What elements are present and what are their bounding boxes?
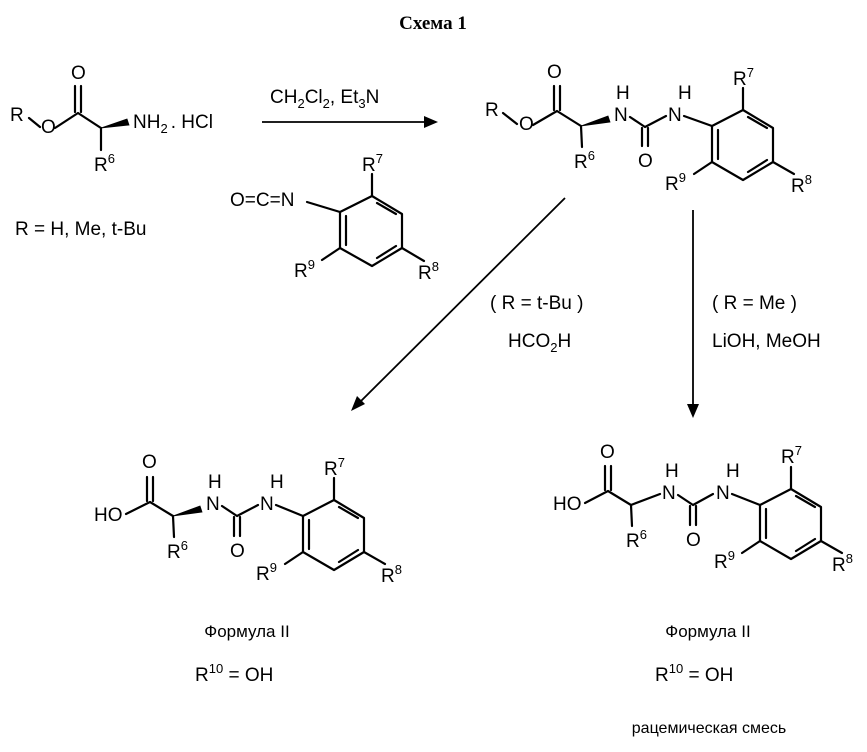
start-r6: R6: [94, 151, 115, 176]
left-route: ( R = t-Bu ) HCO2H: [351, 197, 583, 411]
left-nh-h1: H: [208, 472, 222, 493]
left-r9: R9: [256, 560, 277, 585]
product-r6: R6: [574, 148, 595, 173]
starting-amino-ester: R O O NH2. HCl R6 R = H, Me, t-Bu: [10, 63, 213, 240]
right-r7: R7: [781, 443, 802, 468]
start-ester-o: O: [41, 117, 56, 138]
forward-arrowhead: [424, 116, 438, 128]
product-n1: N: [614, 105, 628, 126]
left-n2: N: [260, 494, 274, 515]
isocyanate-label: O=C=N: [230, 190, 294, 211]
right-r10-definition: R10 = OH: [655, 661, 733, 686]
left-nh-h2: H: [270, 472, 284, 493]
left-acid-product: HO O R6 H N O H N R7 R8 R9 Формула II R1…: [94, 452, 402, 686]
right-route-reagent: LiOH, MeOH: [712, 331, 821, 352]
product-r7: R7: [733, 65, 754, 90]
right-acid-product: HO O R6 H N O H N R7 R8 R9 Формула II R1…: [553, 442, 853, 737]
product-urea-o: O: [638, 151, 653, 172]
left-n1: N: [206, 494, 220, 515]
left-ho: HO: [94, 505, 123, 526]
right-carbonyl-o: O: [600, 442, 615, 463]
product-nh-h1: H: [616, 83, 630, 104]
product-ester-o: O: [519, 114, 534, 135]
right-r9: R9: [714, 548, 735, 573]
start-r-definition: R = H, Me, t-Bu: [15, 219, 146, 240]
left-carbonyl-o: O: [142, 452, 157, 473]
scheme-title: Схема 1: [399, 13, 467, 34]
start-r-label: R: [10, 105, 24, 126]
left-r7: R7: [324, 455, 345, 480]
solvent-base-label: CH2Cl2, Et3N: [270, 87, 379, 111]
aryl-isocyanate: O=C=N R7 R8 R9: [230, 151, 439, 284]
start-amine: NH2. HCl: [133, 112, 213, 136]
right-nh-h2: H: [726, 461, 740, 482]
urea-ester-product: R O O R6 H N O H N R7 R8 R9: [485, 62, 812, 197]
racemic-mixture-note: рацемическая смесь: [632, 720, 786, 737]
right-formula-caption: Формула II: [665, 622, 750, 641]
left-formula-caption: Формула II: [204, 622, 289, 641]
right-n1: N: [662, 483, 676, 504]
right-route: ( R = Me ) LiOH, MeOH: [687, 210, 821, 418]
reaction-conditions: CH2Cl2, Et3N: [262, 87, 438, 128]
isocyanate-r8: R8: [418, 259, 439, 284]
isocyanate-r7: R7: [362, 151, 383, 176]
product-carbonyl-o: O: [547, 62, 562, 83]
left-urea-o: O: [230, 541, 245, 562]
right-r8: R8: [832, 551, 853, 576]
left-r8: R8: [381, 562, 402, 587]
product-r-label: R: [485, 100, 499, 121]
product-nh-h2: H: [678, 83, 692, 104]
left-route-condition: ( R = t-Bu ): [490, 293, 583, 314]
left-arrowhead: [351, 396, 365, 411]
left-route-reagent: HCO2H: [508, 331, 571, 355]
product-r8: R8: [791, 172, 812, 197]
right-urea-o: O: [686, 530, 701, 551]
right-nh-h1: H: [665, 461, 679, 482]
right-arrowhead: [687, 404, 699, 418]
product-r9: R9: [665, 170, 686, 195]
right-ho: HO: [553, 494, 582, 515]
left-r10-definition: R10 = OH: [195, 661, 273, 686]
start-carbonyl-o: O: [71, 63, 86, 84]
product-n2: N: [668, 105, 682, 126]
left-r6: R6: [167, 538, 188, 563]
left-diagonal-arrow: [357, 197, 566, 405]
isocyanate-r9: R9: [294, 257, 315, 282]
right-r6: R6: [626, 527, 647, 552]
right-route-condition: ( R = Me ): [712, 293, 797, 314]
right-n2: N: [716, 483, 730, 504]
